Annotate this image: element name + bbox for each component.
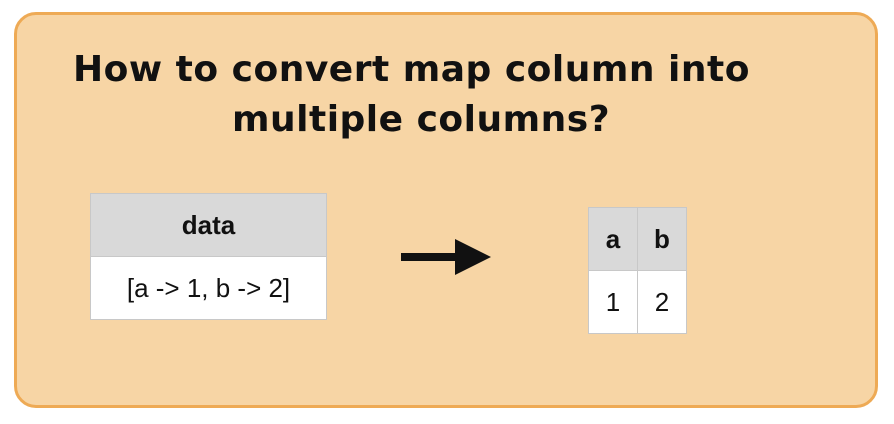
source-value-row: [a -> 1, b -> 2] bbox=[90, 256, 327, 320]
title-line-2: multiple columns? bbox=[232, 99, 611, 140]
result-cell-a: 1 bbox=[588, 270, 638, 334]
title-line-1: How to convert map column into bbox=[73, 49, 750, 90]
source-header-row: data bbox=[90, 193, 327, 257]
result-table: a b 1 2 bbox=[588, 207, 687, 334]
diagram-card: How to convert map column into multiple … bbox=[14, 12, 878, 408]
result-header-row: a b bbox=[588, 207, 687, 271]
result-header-b: b bbox=[637, 207, 687, 271]
source-table: data [a -> 1, b -> 2] bbox=[90, 193, 327, 320]
source-header-data: data bbox=[90, 193, 327, 257]
result-cell-b: 2 bbox=[637, 270, 687, 334]
source-cell-map: [a -> 1, b -> 2] bbox=[90, 256, 327, 320]
result-value-row: 1 2 bbox=[588, 270, 687, 334]
right-arrow-icon bbox=[401, 239, 491, 275]
result-header-a: a bbox=[588, 207, 638, 271]
